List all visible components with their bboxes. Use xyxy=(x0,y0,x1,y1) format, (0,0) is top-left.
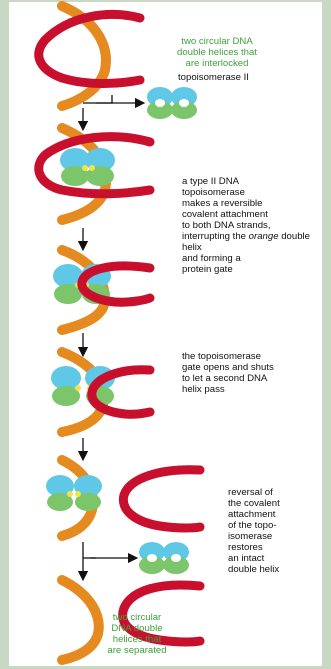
stage-enzyme-released xyxy=(83,542,189,576)
stage-interlocked xyxy=(39,6,140,106)
label-step1-orange: orange xyxy=(249,231,279,242)
stage-release xyxy=(46,460,200,536)
label-interlocked: two circular DNA double helices that are… xyxy=(152,36,282,69)
label-step2: the topoisomerase gate opens and shuts t… xyxy=(182,351,322,395)
label-step1: a type II DNA topoisomerase makes a reve… xyxy=(182,176,322,275)
stage-bound xyxy=(39,128,150,220)
stage-enzyme xyxy=(83,87,197,119)
label-step3: reversal of the covalent attachment of t… xyxy=(228,487,323,575)
label-enzyme: topoisomerase II xyxy=(178,72,249,83)
label-separated: two circular DNA double helices that are… xyxy=(82,612,192,656)
stage-gate xyxy=(53,250,150,330)
stage-passing xyxy=(51,352,150,432)
